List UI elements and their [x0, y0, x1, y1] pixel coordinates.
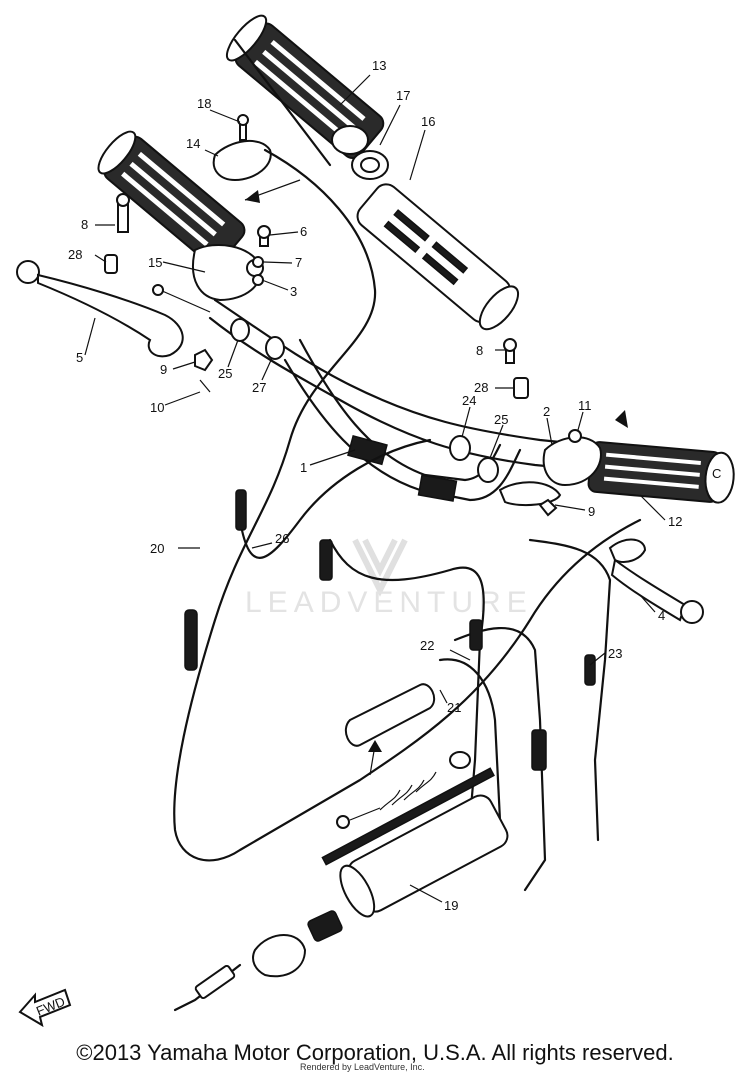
render-credit: Rendered by LeadVenture, Inc. [300, 1062, 425, 1072]
callout-26: 26 [275, 531, 289, 546]
screw-left [159, 289, 211, 313]
callout-13: 13 [372, 58, 386, 73]
nut-9-left [194, 348, 214, 372]
clamp-14 [212, 139, 272, 182]
cables [173, 148, 642, 892]
copyright-notice: ©2013 Yamaha Motor Corporation, U.S.A. A… [76, 1040, 674, 1065]
collar-28-left [104, 254, 118, 274]
callout-21: 21 [447, 700, 461, 715]
screw-11 [568, 429, 582, 443]
grip-13 [225, 14, 385, 160]
nut-9-right [538, 498, 558, 517]
callout-6: 6 [300, 224, 307, 239]
bolt-8-left-head [116, 193, 130, 207]
throttle-end-assembly [173, 910, 343, 1012]
adjuster-25-right [477, 457, 499, 483]
callout-7: 7 [295, 255, 302, 270]
callout-23: 23 [608, 646, 622, 661]
collar-17 [331, 125, 369, 155]
bolt-6-head [257, 225, 271, 239]
adjuster-24 [449, 435, 471, 461]
callout-numbers: 13 17 16 18 14 8 28 15 6 7 3 5 9 10 25 2… [68, 58, 682, 913]
callout-8-left: 8 [81, 217, 88, 232]
callout-17: 17 [396, 88, 410, 103]
washer-17-hole [360, 157, 380, 173]
callout-27: 27 [252, 380, 266, 395]
leadventure-watermark: LEADVENTURE [245, 538, 533, 619]
callout-18: 18 [197, 96, 211, 111]
callout-28-left: 28 [68, 247, 82, 262]
screw-left-head [152, 284, 164, 296]
left-grip [97, 130, 246, 266]
throttle-cable-21 [336, 683, 471, 829]
clamp-right [498, 481, 562, 507]
adjuster-25-left [230, 318, 250, 342]
screw-18-head [237, 114, 249, 126]
watermark-text: LEADVENTURE [245, 586, 533, 619]
callout-2: 2 [543, 404, 550, 419]
fwd-arrow: FWD [18, 988, 72, 1028]
grip-13-outline [233, 38, 332, 167]
collar-28-right [513, 377, 529, 399]
callout-9-left: 9 [160, 362, 167, 377]
callout-9-right: 9 [588, 504, 595, 519]
callout-19: 19 [444, 898, 458, 913]
left-lever-holder [192, 244, 264, 302]
throttle-tube-16 [356, 183, 520, 331]
arrow-right [615, 410, 628, 428]
arrow-head [245, 190, 260, 203]
bolt-8-right-head [503, 338, 517, 352]
adjuster-27 [265, 336, 285, 360]
pin-10 [199, 379, 211, 393]
leader-lines [84, 74, 666, 903]
callout-28-right: 28 [474, 380, 488, 395]
callout-20: 20 [150, 541, 164, 556]
callout-22: 22 [420, 638, 434, 653]
callout-15: 15 [148, 255, 162, 270]
callout-4: 4 [658, 608, 665, 623]
arrow-up-head [368, 740, 382, 752]
callout-8-right: 8 [476, 343, 483, 358]
callout-5: 5 [76, 350, 83, 365]
callout-24: 24 [462, 393, 476, 408]
callout-16: 16 [421, 114, 435, 129]
brake-lever-4 [608, 538, 704, 624]
grip-end-label: C [712, 466, 721, 481]
callout-1: 1 [300, 460, 307, 475]
throttle-grip-19 [321, 767, 509, 918]
callout-25-right: 25 [494, 412, 508, 427]
clutch-lever-5 [16, 260, 184, 358]
washer-7 [252, 256, 264, 268]
callout-14: 14 [186, 136, 200, 151]
callout-3: 3 [290, 284, 297, 299]
fwd-label: FWD [34, 994, 67, 1019]
handlebar [208, 298, 592, 502]
callout-12: 12 [668, 514, 682, 529]
callout-25-left: 25 [218, 366, 232, 381]
callout-10: 10 [150, 400, 164, 415]
callout-11: 11 [578, 398, 592, 413]
